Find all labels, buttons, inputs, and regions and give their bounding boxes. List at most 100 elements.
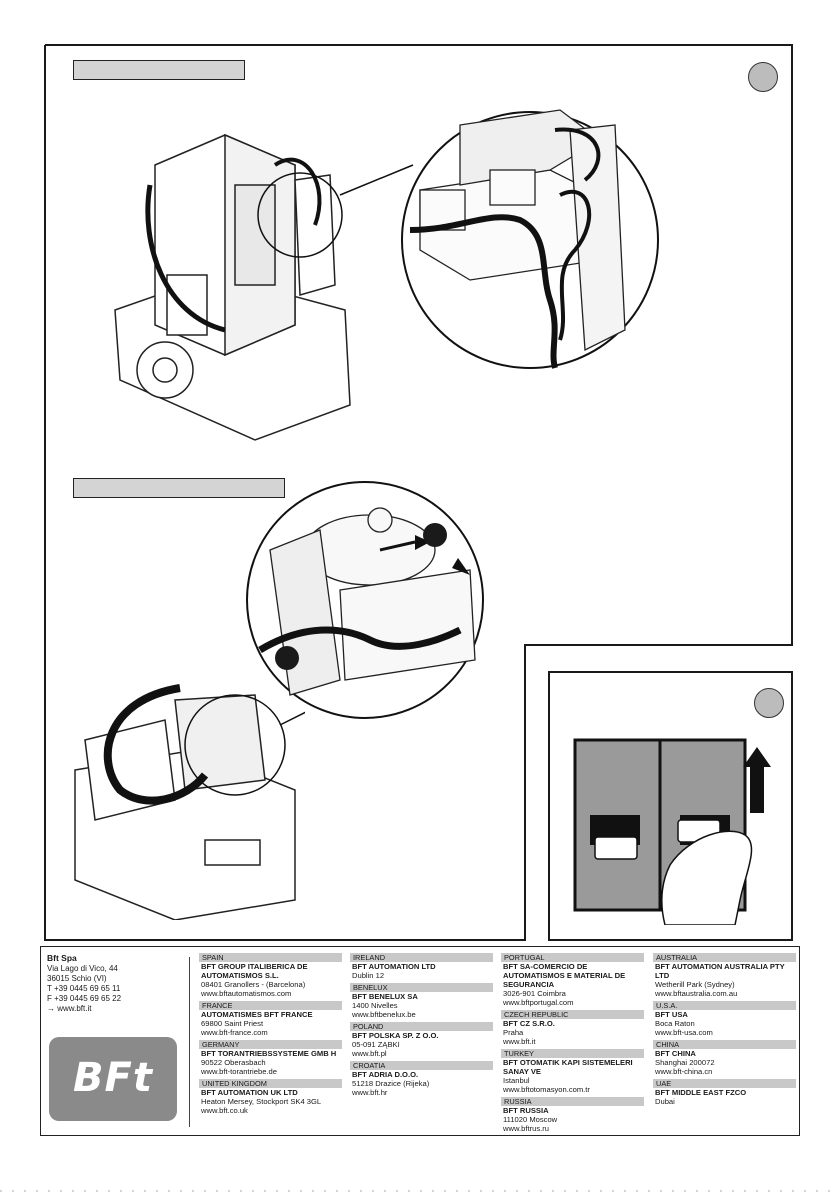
company-website[interactable]: www.bft-usa.com	[655, 1028, 713, 1037]
hq-line: 36015 Schio (VI)	[47, 974, 107, 983]
motor-illustration-bottom	[74, 684, 305, 920]
country-label: IRELAND	[350, 953, 493, 962]
company-website[interactable]: www.bftaustralia.com.au	[655, 989, 738, 998]
company-name: BFT AUTOMATION UK LTD	[201, 1088, 298, 1097]
company-address: Heaton Mersey, Stockport SK4 3GL	[201, 1097, 322, 1106]
company-name: BFT RUSSIA	[503, 1106, 549, 1115]
country-label: POLAND	[350, 1022, 493, 1031]
country-label: SPAIN	[199, 953, 342, 962]
company-address: Wetherill Park (Sydney)	[655, 980, 735, 989]
company-name: BFT OTOMATIK KAPI SISTEMELERI SANAY VE	[503, 1058, 633, 1076]
company-website[interactable]: www.bft-france.com	[201, 1028, 268, 1037]
company-address: 3026-901 Coimbra	[503, 989, 566, 998]
hq-line: T +39 0445 69 65 11	[47, 984, 121, 993]
company-address: 51218 Drazice (Rijeka)	[352, 1079, 430, 1088]
company-name: AUTOMATISMES BFT FRANCE	[201, 1010, 313, 1019]
figure-frame	[44, 44, 793, 941]
company-name: BFT AUTOMATION LTD	[352, 962, 436, 971]
company-website[interactable]: www.bft.co.uk	[201, 1106, 248, 1115]
company-address: Praha	[503, 1028, 524, 1037]
company-address: Boca Raton	[655, 1019, 695, 1028]
company-name: BFT SA-COMERCIO DE AUTOMATISMOS E MATERI…	[503, 962, 626, 989]
company-address: Shanghai 200072	[655, 1058, 715, 1067]
logo-text: BFt	[73, 1055, 153, 1101]
company-address: Istanbul	[503, 1076, 530, 1085]
country-label: UAE	[653, 1079, 796, 1088]
country-label: AUSTRALIA	[653, 953, 796, 962]
switch-illustration	[573, 738, 771, 925]
page-edge-marks	[0, 1190, 840, 1192]
company-website[interactable]: www.bftbenelux.be	[352, 1010, 416, 1019]
step-badge-top	[748, 62, 778, 92]
country-label: UNITED KINGDOM	[199, 1079, 342, 1088]
company-name: BFT TORANTRIEBSSYSTEME Gmb H	[201, 1049, 337, 1058]
step-badge-switch	[754, 688, 784, 718]
company-name: BFT POLSKA SP. Z O.O.	[352, 1031, 439, 1040]
company-address: 69800 Saint Priest	[201, 1019, 264, 1028]
hq-block: Bft Spa Via Lago di Vico, 44 36015 Schio…	[47, 953, 121, 1014]
company-name: BFT BENELUX SA	[352, 992, 418, 1001]
hq-line: F +39 0445 69 65 22	[47, 994, 122, 1003]
detail-zoom-middle	[246, 481, 484, 719]
company-address: 111020 Moscow	[503, 1115, 558, 1124]
hq-website-link[interactable]: → www.bft.it	[47, 1004, 92, 1013]
hq-line: Via Lago di Vico, 44	[47, 964, 118, 973]
column-divider	[189, 957, 190, 1127]
company-address: 90522 Oberasbach	[201, 1058, 266, 1067]
bft-logo: BFt	[49, 1037, 177, 1121]
company-name: BFT GROUP ITALIBERICA DE AUTOMATISMOS S.…	[201, 962, 308, 980]
company-website[interactable]: www.bftrus.ru	[503, 1124, 549, 1133]
footer-contacts: Bft Spa Via Lago di Vico, 44 36015 Schio…	[40, 946, 800, 1136]
country-label: U.S.A.	[653, 1001, 796, 1010]
company-website[interactable]: www.bftotomasyon.com.tr	[503, 1085, 590, 1094]
company-website[interactable]: www.bftautomatismos.com	[201, 989, 292, 998]
country-label: CHINA	[653, 1040, 796, 1049]
company-name: BFT CHINA	[655, 1049, 696, 1058]
company-website[interactable]: www.bft.it	[503, 1037, 536, 1046]
company-address: Dubai	[655, 1097, 675, 1106]
company-address: 08401 Granollers - (Barcelona)	[201, 980, 306, 989]
company-website[interactable]: www.bftportugal.com	[503, 998, 574, 1007]
company-name: BFT AUTOMATION AUSTRALIA PTY LTD	[655, 962, 785, 980]
country-label: TURKEY	[501, 1049, 644, 1058]
hq-name: Bft Spa	[47, 953, 77, 963]
company-address: Dublin 12	[352, 971, 385, 980]
company-name: BFT CZ S.R.O.	[503, 1019, 555, 1028]
company-address: 1400 Nivelles	[352, 1001, 398, 1010]
detail-zoom-top	[401, 109, 659, 369]
company-name: BFT USA	[655, 1010, 688, 1019]
company-website[interactable]: www.bft.pl	[352, 1049, 387, 1058]
country-label: CROATIA	[350, 1061, 493, 1070]
country-label: GERMANY	[199, 1040, 342, 1049]
motor-illustration-top	[114, 133, 414, 441]
section-label-top	[73, 60, 245, 80]
company-name: BFT ADRIA D.O.O.	[352, 1070, 419, 1079]
section-label-middle	[73, 478, 285, 498]
company-website[interactable]: www.bft.hr	[352, 1088, 388, 1097]
country-label: BENELUX	[350, 983, 493, 992]
country-label: RUSSIA	[501, 1097, 644, 1106]
company-website[interactable]: www.bft-china.cn	[655, 1067, 713, 1076]
company-name: BFT Middle East FZCO	[655, 1088, 747, 1097]
country-label: FRANCE	[199, 1001, 342, 1010]
country-label: PORTUGAL	[501, 953, 644, 962]
company-website[interactable]: www.bft-torantriebe.de	[201, 1067, 277, 1076]
